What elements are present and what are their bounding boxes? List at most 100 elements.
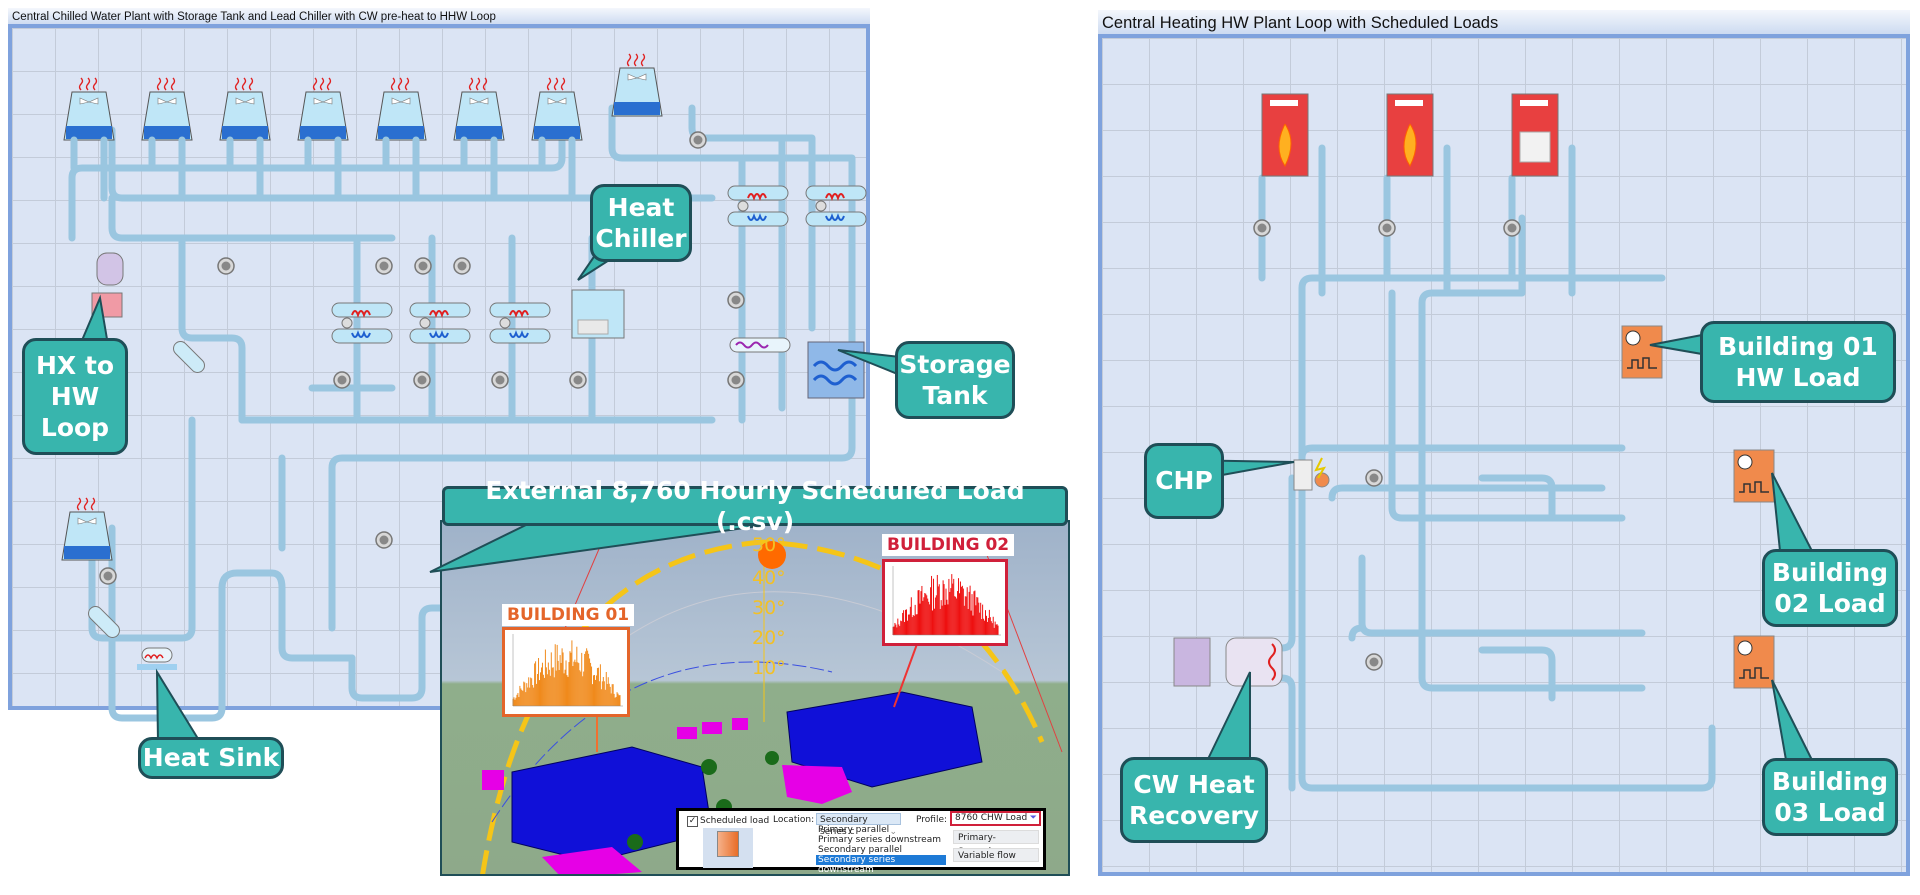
scheduled-load-icon [1621, 325, 1663, 379]
tower-fan [627, 73, 647, 81]
branch-a [108, 194, 396, 242]
heat-wave [326, 77, 332, 91]
tower-fan [235, 97, 255, 105]
evaporator-coil [747, 213, 767, 221]
profile-label: Profile: [916, 815, 948, 825]
heat-wave [241, 77, 247, 91]
heat-wave [319, 77, 325, 91]
cooling-tower-icon [297, 77, 349, 141]
storage-loop [328, 104, 856, 632]
heat-chiller-gauge [577, 319, 609, 335]
pump-impeller [573, 375, 583, 385]
pump-impeller [418, 261, 428, 271]
magenta-building-2 [782, 765, 852, 804]
condenser [727, 185, 789, 201]
scheduled-load-checkbox[interactable]: ✓ [687, 816, 698, 827]
cooling-tower-icon [63, 77, 115, 141]
evaporator-coil [351, 330, 371, 338]
scheduled-load-label: Scheduled load [700, 816, 770, 826]
hw-loop-4 [1418, 214, 1646, 692]
condenser [409, 302, 471, 318]
economizer-coil [735, 341, 769, 349]
location-option[interactable]: Primary parallel [818, 825, 890, 835]
profile-dropdown[interactable]: 8760 CHW Load ⏷ [950, 811, 1041, 826]
load2-supply [1478, 474, 1556, 522]
plate-hx-icon-2 [88, 606, 120, 638]
building-01-load-chart [502, 627, 630, 717]
condenser-supply-header [68, 128, 566, 182]
condenser-coil [825, 193, 845, 201]
heat-wave [390, 77, 396, 91]
altitude-label-10: 10° [752, 657, 786, 679]
compressor [737, 200, 749, 212]
flow-dropdown[interactable]: Variable flow [953, 848, 1039, 862]
hw-bottom-return [1298, 474, 1716, 792]
altitude-label-40: 40° [752, 567, 786, 589]
callout-external-load: External 8,760 Hourly Scheduled Load (.c… [442, 476, 1068, 536]
clock-icon [1737, 454, 1753, 470]
heat-wave [397, 77, 403, 91]
cw-supply [1228, 474, 1296, 652]
pump-icon [1365, 469, 1383, 487]
chiller-icon [727, 185, 789, 227]
filter-icon[interactable]: ⏷ [1029, 813, 1037, 823]
tower-basin [534, 126, 580, 139]
boiler-display [1395, 100, 1423, 106]
location-option[interactable]: Primary series downstream [818, 835, 941, 845]
heat-wave [78, 77, 84, 91]
magenta-building-4 [702, 722, 722, 734]
building-02-load-chart [882, 559, 1008, 646]
pump-icon [1365, 653, 1383, 671]
hot-water-pipe-network [1173, 93, 1775, 792]
schedule-icon [1739, 481, 1769, 493]
location-option-selected[interactable]: Secondary series downstream [816, 855, 946, 875]
heat-wave [546, 77, 552, 91]
pump-icon [689, 131, 707, 149]
hw-branch-3 [1358, 554, 1646, 637]
heat-sink-loop [108, 524, 226, 722]
pump-icon [727, 371, 745, 389]
heat-sink-coil [144, 654, 164, 660]
load3-supply [1478, 646, 1556, 702]
hw-branch-1 [1298, 444, 1626, 462]
tower-basin [300, 126, 346, 139]
heat-wave [163, 77, 169, 91]
location-option[interactable]: Secondary parallel [818, 845, 903, 855]
config-dropdown[interactable]: Primary-Secondary [953, 830, 1039, 857]
pump-icon [414, 257, 432, 275]
tree-1 [701, 759, 717, 775]
tower-basin [456, 126, 502, 139]
tower-fan [469, 97, 489, 105]
clock-icon [1737, 640, 1753, 656]
heat-wave [626, 53, 632, 67]
pump-icon [1378, 219, 1396, 237]
external-feed [348, 604, 456, 702]
scheduled-load-icon [703, 828, 753, 868]
flow-value: Variable flow [958, 851, 1016, 861]
compressor [419, 317, 431, 329]
hw-supply-header [1298, 274, 1666, 482]
boiler-icon [1261, 93, 1309, 177]
tower-basin [378, 126, 424, 139]
building-02-load-profile [892, 566, 1001, 636]
schedule-icon [1739, 667, 1769, 679]
flame-icon [1278, 123, 1292, 167]
cooling-tower-icon [531, 77, 583, 141]
building-01-label: BUILDING 01 [502, 604, 635, 626]
building-02-label: BUILDING 02 [882, 534, 1015, 556]
flame-icon [1403, 123, 1417, 167]
pump-impeller [1257, 223, 1267, 233]
evaporator-coil [429, 330, 449, 338]
pump-icon [333, 371, 351, 389]
scheduled-load-dialog: ✓ Scheduled load Location: Secondary ser… [676, 808, 1046, 875]
pump-impeller [103, 571, 113, 581]
location-dropdown[interactable]: Secondary series c ⌄ [816, 813, 901, 837]
recovery-coil [1268, 643, 1276, 681]
altitude-label-20: 20° [752, 627, 786, 649]
tower-basin [614, 102, 660, 115]
chp-generator [1314, 472, 1330, 488]
pump-icon [375, 257, 393, 275]
